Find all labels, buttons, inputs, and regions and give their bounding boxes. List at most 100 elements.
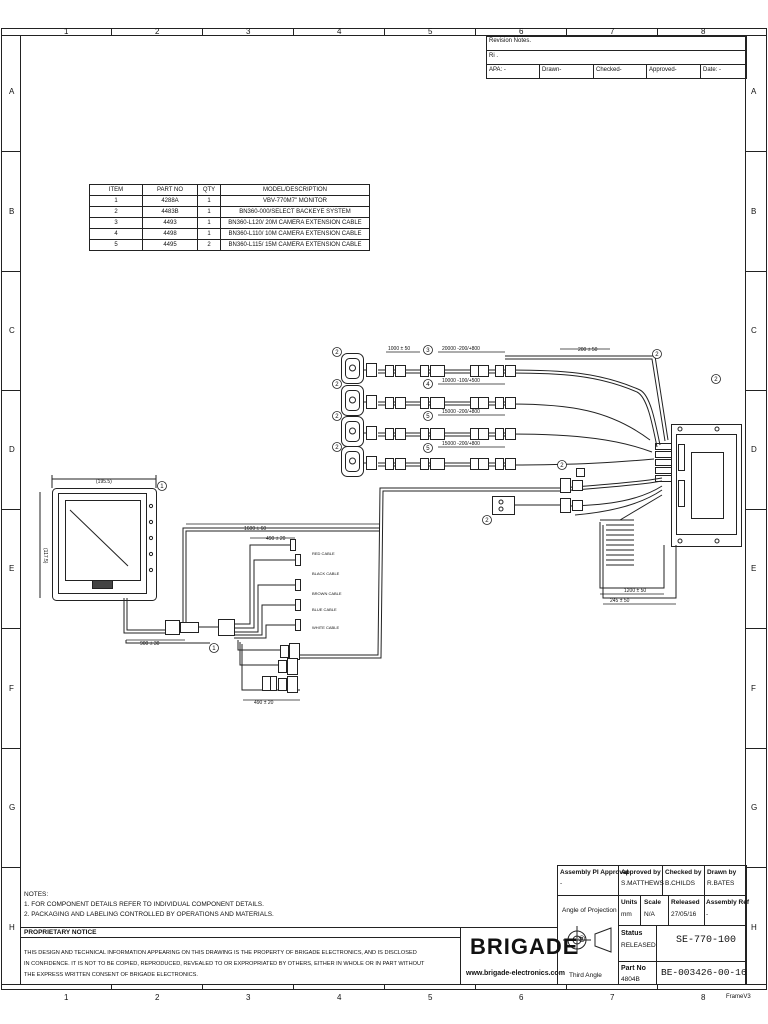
item-balloon-label: 2 <box>335 414 339 420</box>
dim-900: 900 ± 30 <box>140 641 160 647</box>
frame-row-label-right: E <box>751 564 756 573</box>
item-balloon: 1 <box>157 481 167 491</box>
cable-connector <box>430 365 445 377</box>
bom-qty: 1 <box>197 217 221 229</box>
wire-label-black: BLACK CABLE <box>312 571 340 576</box>
dim-1000: 1000 ± 50 <box>388 346 410 352</box>
cable-connector <box>430 458 445 470</box>
released-value: 27/05/16 <box>671 911 697 918</box>
bom-desc: BN360-000/SELECT BACKEYE SYSTEM <box>220 206 370 218</box>
bom-desc: BN360-L110/ 10M CAMERA EXTENSION CABLE <box>220 228 370 240</box>
wire-end <box>295 579 301 591</box>
bom-qty: 1 <box>197 206 221 218</box>
frame-row-label-right: D <box>751 445 757 454</box>
item-balloon-label: 3 <box>426 348 430 354</box>
angle-of-projection-label: Angle of Projection <box>562 907 617 914</box>
cable-connector <box>395 365 406 377</box>
proprietary-line-2: IN CONFIDENCE. IT IS NOT TO BE COPIED, R… <box>24 961 425 967</box>
bom-header-desc: MODEL/DESCRIPTION <box>220 184 370 196</box>
bom-qty: 1 <box>197 228 221 240</box>
proprietary-title: PROPRIETARY NOTICE <box>24 929 97 936</box>
control-box <box>655 424 742 547</box>
frame-column-label-top: 5 <box>428 27 433 36</box>
cable-connector <box>470 458 479 470</box>
frame-column-label-bottom: 1 <box>64 993 69 1002</box>
item-balloon-label: 1 <box>212 646 216 652</box>
cable-connector <box>478 428 489 440</box>
scale-value: N/A <box>644 911 655 918</box>
revision-drawn-label: Drawn- <box>542 67 562 73</box>
revision-notes-label: Revision Notes. <box>489 38 532 44</box>
item-balloon-label: 5 <box>426 446 430 452</box>
cable-connector <box>505 428 516 440</box>
frame-row-label-left: H <box>9 923 15 932</box>
item-balloon: 2 <box>482 515 492 525</box>
bom-qty: 1 <box>197 195 221 207</box>
frame-row-label-right: G <box>751 803 757 812</box>
dim-1600: 1600 ± 60 <box>244 526 266 532</box>
frame-row-label-left: A <box>9 87 15 96</box>
dim-20000: 20000 -200/+800 <box>442 346 480 352</box>
frame-column-label-top: 1 <box>64 27 69 36</box>
bom-part: 4495 <box>142 239 198 251</box>
frame-column-label-top: 6 <box>519 27 524 36</box>
assembly-ref-value: - <box>706 911 709 918</box>
frame-column-label-bottom: 3 <box>246 993 251 1002</box>
item-balloon: 2 <box>711 374 721 384</box>
camera-unit <box>341 446 377 477</box>
wire-label-blue: BLUE CABLE <box>312 607 337 612</box>
notes-title: NOTES: <box>24 891 49 898</box>
brand-url: www.brigade-electronics.com <box>466 970 565 977</box>
dim-245: 245 ± 50 <box>610 598 630 604</box>
bom-part: 4288A <box>142 195 198 207</box>
cable-connector <box>420 365 429 377</box>
drawing-number: BE-003426-00-16 <box>661 967 747 978</box>
frame-tag: FrameV3 <box>726 994 751 1000</box>
cable-connector <box>495 458 504 470</box>
bom-desc: BN360-L115/ 15M CAMERA EXTENSION CABLE <box>220 239 370 251</box>
cable-connector <box>470 365 479 377</box>
monitor-harness <box>123 527 380 691</box>
dim-490-b: 490 ± 20 <box>254 700 274 706</box>
item-balloon-label: 5 <box>426 414 430 420</box>
cable-connector <box>430 428 445 440</box>
item-balloon: 2 <box>332 442 342 452</box>
approved-by-label: Approved by <box>621 869 661 876</box>
cable-connector <box>478 458 489 470</box>
document-title: SE-770-100 <box>676 935 737 946</box>
proprietary-line-1: THIS DESIGN AND TECHNICAL INFORMATION AP… <box>24 950 417 956</box>
item-balloon: 5 <box>423 443 433 453</box>
released-label: Released <box>671 899 700 906</box>
item-balloon: 3 <box>423 345 433 355</box>
cable-connector <box>385 458 394 470</box>
cable-connector <box>495 397 504 409</box>
bom-desc: VBV-770M7" MONITOR <box>220 195 370 207</box>
frame-column-label-top: 2 <box>155 27 160 36</box>
wire-label-brown: BROWN CABLE <box>312 591 342 596</box>
connector-group <box>385 365 516 470</box>
frame-column-label-top: 4 <box>337 27 342 36</box>
frame-ticks <box>1 28 767 990</box>
revision-checked-label: Checked- <box>596 67 622 73</box>
bom-item: 1 <box>89 195 143 207</box>
frame-row-label-left: E <box>9 564 14 573</box>
cable-connector <box>505 458 516 470</box>
cable-connector <box>385 397 394 409</box>
brand-registered: ® <box>578 934 587 944</box>
cable-connector <box>470 428 479 440</box>
frame-row-label-left: G <box>9 803 15 812</box>
revision-date-label: Date: - <box>703 67 722 73</box>
dim-490-a: 490 ± 20 <box>266 536 286 542</box>
units-value: mm <box>621 911 632 918</box>
revision-block <box>486 36 747 79</box>
item-balloon-label: 2 <box>335 382 339 388</box>
cable-connector <box>505 365 516 377</box>
part-no-value: 4804B <box>621 976 640 983</box>
bom-item: 4 <box>89 228 143 240</box>
cable-connector <box>478 397 489 409</box>
monitor <box>39 475 157 601</box>
camera-unit <box>341 353 377 384</box>
camera-group <box>341 353 377 477</box>
frame-column-label-bottom: 6 <box>519 993 524 1002</box>
